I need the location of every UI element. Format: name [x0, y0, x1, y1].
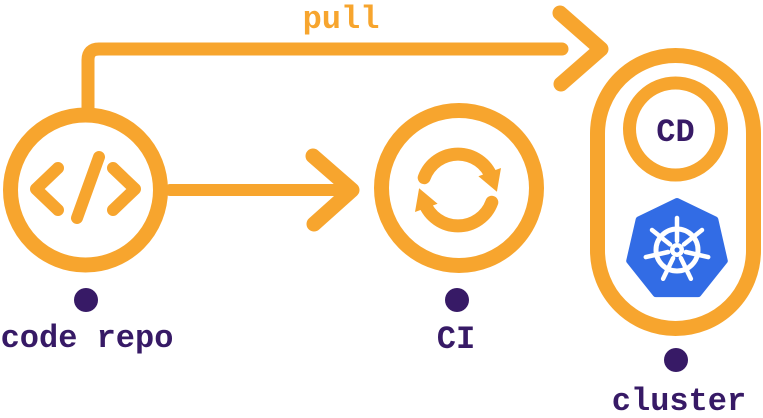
node-code-repo — [3, 107, 168, 312]
sync-icon — [415, 147, 501, 233]
ci-anchor-dot — [445, 288, 469, 312]
ci-circle — [374, 103, 544, 273]
cluster-label: cluster — [612, 383, 746, 418]
cluster-pill — [590, 48, 761, 336]
cd-label: CD — [656, 114, 694, 151]
code-repo-circle — [3, 107, 168, 273]
node-cluster — [590, 48, 761, 372]
pull-arrow-line — [81, 42, 569, 121]
ci-arrowhead-icon — [305, 148, 360, 232]
code-repo-label: code repo — [1, 320, 174, 357]
pull-edge-label: pull — [303, 1, 380, 38]
pull-arrowhead-icon — [552, 5, 609, 92]
edge-repo-to-cluster — [81, 5, 609, 121]
edge-repo-to-ci — [164, 148, 360, 232]
helm-wheel — [643, 215, 711, 282]
code-repo-anchor-dot — [74, 288, 98, 312]
kubernetes-helm-icon — [626, 198, 728, 298]
cluster-anchor-dot — [664, 348, 688, 372]
code-brackets-icon — [30, 151, 141, 224]
cd-circle — [623, 76, 728, 182]
node-ci — [374, 103, 544, 312]
ci-label: CI — [437, 321, 475, 358]
